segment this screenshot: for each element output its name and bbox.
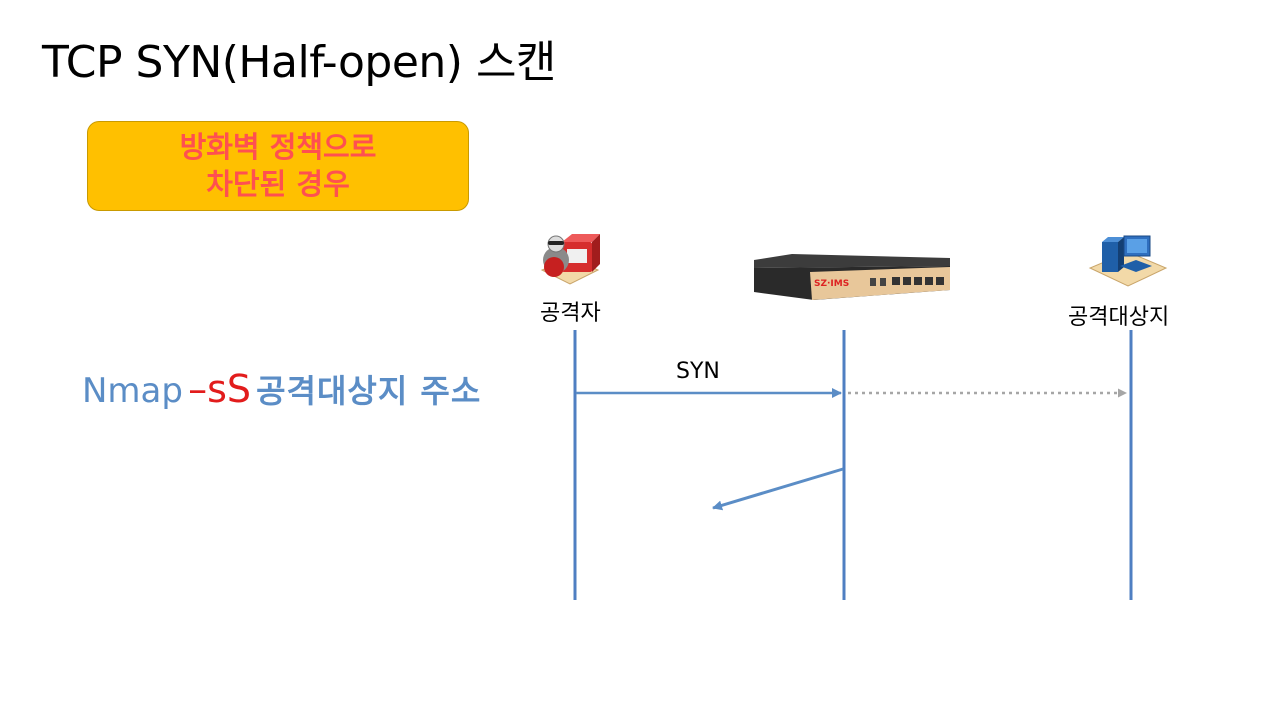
nmap-command: Nmap –sS 공격대상지 주소 (82, 366, 481, 412)
nmap-tool-name: Nmap (82, 371, 183, 411)
firewall-appliance-icon: SZ·IMS (752, 252, 952, 308)
attacker-label: 공격자 (540, 301, 601, 326)
callout-line-2: 차단된 경우 (206, 167, 350, 201)
blocked-by-firewall-callout: 방화벽 정책으로 차단된 경우 (87, 121, 469, 211)
firewall-response-arrow (712, 467, 844, 511)
page-title: TCP SYN(Half-open) 스캔 (42, 37, 556, 88)
nmap-flag: –sS (188, 367, 251, 411)
target-computer-icon (1086, 228, 1170, 294)
attacker-icon (534, 222, 604, 292)
nmap-target: 공격대상지 주소 (256, 372, 482, 410)
syn-message-label: SYN (676, 359, 720, 384)
callout-line-1: 방화벽 정책으로 (179, 130, 377, 164)
svg-text:SZ·IMS: SZ·IMS (814, 279, 849, 289)
target-label: 공격대상지 (1068, 305, 1170, 330)
